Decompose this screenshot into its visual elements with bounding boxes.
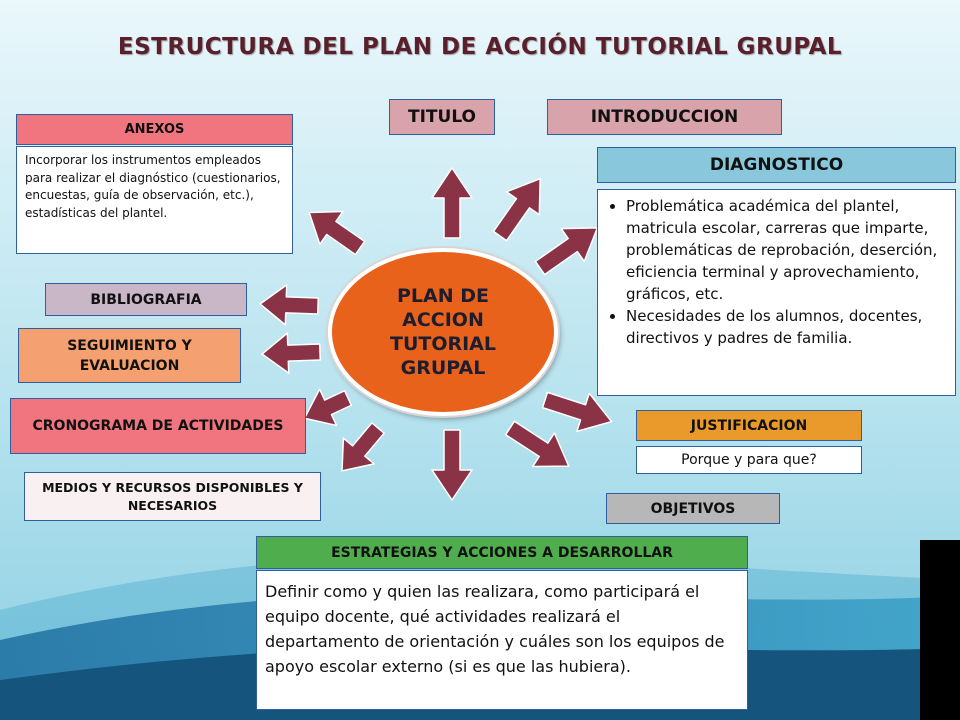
diagnostico-box: DIAGNOSTICO — [597, 147, 956, 183]
anexos-text: Incorporar los instrumentos empleados pa… — [25, 153, 281, 220]
diagnostico-content: Problemática académica del plantel, matr… — [597, 189, 956, 396]
bibliografia-label: BIBLIOGRAFIA — [90, 291, 202, 308]
introduccion-box: INTRODUCCION — [547, 99, 782, 135]
arrow-left-up-icon — [259, 284, 320, 326]
arrow-down-icon — [431, 429, 473, 501]
titulo-box: TITULO — [389, 99, 495, 135]
arrow-left-down-icon — [303, 388, 353, 427]
cronograma-label: CRONOGRAMA DE ACTIVIDADES — [32, 418, 284, 434]
anexos-box: ANEXOS — [16, 114, 293, 145]
cronograma-box: CRONOGRAMA DE ACTIVIDADES — [10, 398, 306, 454]
seguimiento-label: SEGUIMIENTO Y EVALUACION — [67, 337, 192, 374]
arrow-down-left-icon — [341, 422, 385, 472]
medios-label: MEDIOS Y RECURSOS DISPONIBLES Y NECESARI… — [42, 479, 303, 513]
estrategias-box: ESTRATEGIAS Y ACCIONES A DESARROLLAR — [256, 536, 748, 569]
page-title: ESTRUCTURA DEL PLAN DE ACCIÓN TUTORIAL G… — [117, 34, 843, 60]
medios-box: MEDIOS Y RECURSOS DISPONIBLES Y NECESARI… — [24, 472, 321, 521]
central-node: PLAN DE ACCION TUTORIAL GRUPAL — [328, 248, 558, 416]
anexos-content: Incorporar los instrumentos empleados pa… — [16, 146, 293, 254]
diagnostico-item: Necesidades de los alumnos, docentes, di… — [626, 305, 947, 349]
arrow-right-up-icon — [534, 227, 599, 276]
justificacion-content: Porque y para que? — [636, 446, 862, 474]
diagnostico-label: DIAGNOSTICO — [709, 155, 844, 175]
arrow-right-down-icon — [541, 391, 613, 433]
anexos-label: ANEXOS — [124, 122, 185, 137]
estrategias-label: ESTRATEGIAS Y ACCIONES A DESARROLLAR — [331, 544, 673, 561]
justificacion-text: Porque y para que? — [681, 452, 817, 468]
arrow-up-left-icon — [308, 210, 366, 256]
justificacion-label: JUSTIFICACION — [690, 417, 808, 434]
estrategias-content: Definir como y quien las realizara, como… — [256, 570, 748, 710]
arrow-up-icon — [431, 167, 473, 239]
introduccion-label: INTRODUCCION — [590, 107, 739, 127]
objetivos-box: OBJETIVOS — [606, 493, 780, 524]
titulo-label: TITULO — [408, 107, 476, 127]
arrow-left-icon — [261, 332, 322, 374]
bibliografia-box: BIBLIOGRAFIA — [45, 283, 247, 316]
estrategias-text: Definir como y quien las realizara, como… — [265, 582, 725, 676]
seguimiento-box: SEGUIMIENTO Y EVALUACION — [18, 328, 241, 383]
arrow-up-right-icon — [492, 177, 541, 242]
central-node-label: PLAN DE ACCION TUTORIAL GRUPAL — [389, 285, 496, 379]
arrow-down-right-icon — [504, 420, 570, 468]
objetivos-label: OBJETIVOS — [650, 500, 736, 517]
diagnostico-item: Problemática académica del plantel, matr… — [626, 195, 947, 305]
justificacion-box: JUSTIFICACION — [636, 410, 862, 441]
